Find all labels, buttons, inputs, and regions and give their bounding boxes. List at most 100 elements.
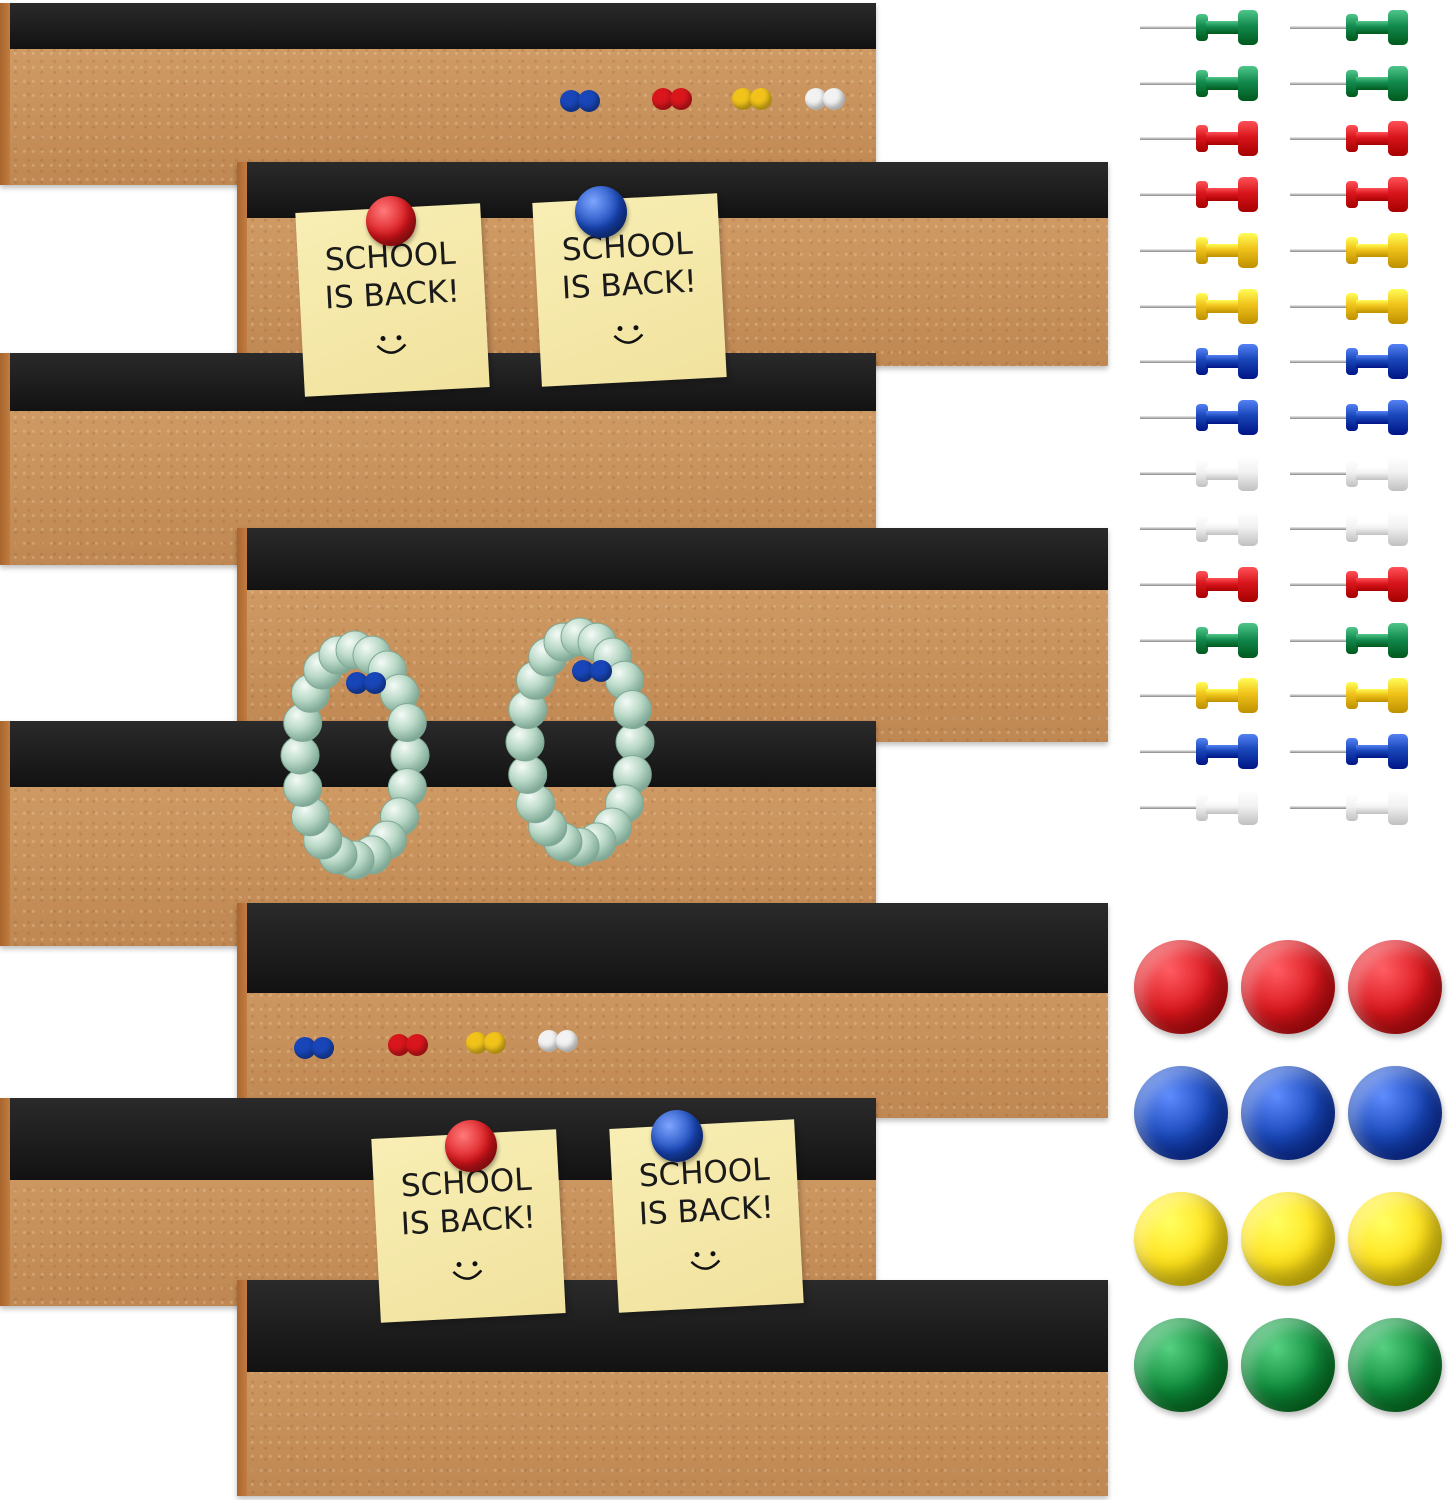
smiley-icon — [690, 1251, 721, 1270]
push-pin-red — [1140, 119, 1260, 159]
pin-shaft — [1206, 633, 1242, 647]
pin-dot — [484, 1032, 506, 1054]
pin-head — [1388, 455, 1408, 491]
pin-needle — [1140, 527, 1200, 531]
push-pin-red — [1140, 175, 1260, 215]
pin-shaft — [1206, 578, 1242, 591]
sticky-note-3: SCHOOL IS BACK! — [371, 1129, 566, 1323]
pin-needle — [1140, 26, 1200, 29]
pin-needle — [1140, 415, 1200, 419]
pin-dot — [590, 660, 612, 682]
sticky-note-2: SCHOOL IS BACK! — [532, 193, 727, 387]
push-pin-green — [1290, 621, 1410, 661]
bead-bracelet-1 — [280, 630, 430, 880]
pin-head — [1388, 567, 1408, 602]
pin-needle — [1290, 137, 1350, 141]
pin-needle — [1140, 750, 1200, 754]
pin-needle — [1290, 471, 1350, 475]
pin-collar — [1196, 459, 1208, 487]
pin-needle — [1140, 304, 1200, 308]
pin-collar — [1196, 403, 1208, 431]
pin-needle — [1290, 415, 1350, 419]
pin-needle — [1140, 694, 1200, 698]
push-pin-white — [1290, 509, 1410, 549]
smiley-icon — [452, 1261, 483, 1280]
push-pin-green — [1140, 621, 1260, 661]
push-pin-green — [1290, 8, 1410, 48]
pin-head — [1238, 789, 1258, 825]
pin-head — [1388, 10, 1408, 45]
mini-pin-blue — [346, 670, 390, 696]
pin-shaft — [1206, 745, 1242, 759]
pin-shaft — [1206, 410, 1242, 424]
push-pin-red — [1290, 119, 1410, 159]
pin-shaft — [1206, 188, 1242, 202]
pin-needle — [1290, 26, 1350, 29]
push-pin-white — [1140, 788, 1260, 828]
pin-head — [1238, 622, 1258, 658]
pin-shaft — [1206, 466, 1242, 480]
cork-strip-8 — [237, 1280, 1108, 1496]
push-pin-yellow — [1290, 676, 1410, 716]
pin-collar — [1196, 348, 1208, 376]
push-pin-white — [1140, 509, 1260, 549]
pin-needle — [1290, 81, 1350, 85]
push-pin-yellow — [1290, 231, 1410, 271]
pin-head — [1238, 455, 1258, 491]
pin-collar — [1196, 571, 1208, 598]
magnet-blue — [1348, 1066, 1442, 1160]
sticky-note-1: SCHOOL IS BACK! — [295, 203, 490, 397]
pin-shaft — [1356, 355, 1392, 369]
pin-collar — [1346, 682, 1358, 710]
pin-shaft — [1356, 410, 1392, 424]
pin-needle — [1290, 694, 1350, 698]
mini-pin-white — [805, 86, 849, 112]
magnet-yellow — [1348, 1192, 1442, 1286]
pin-head — [1388, 734, 1408, 770]
magnet-green — [1134, 1318, 1228, 1412]
smiley-icon — [613, 325, 644, 344]
pin-shaft — [1356, 132, 1392, 146]
magnet-green — [1348, 1318, 1442, 1412]
pin-collar — [1346, 181, 1358, 209]
pin-dot — [364, 672, 386, 694]
pin-dot — [578, 90, 600, 112]
cork-strip-4 — [237, 528, 1108, 742]
pin-shaft — [1356, 800, 1392, 814]
mini-pin-blue — [560, 88, 604, 114]
push-pin-blue — [1290, 732, 1410, 772]
pin-dot — [732, 88, 754, 110]
pin-needle — [1290, 304, 1350, 308]
mini-pin-yellow — [466, 1030, 510, 1056]
pin-needle — [1290, 638, 1350, 642]
pin-collar — [1196, 515, 1208, 543]
push-pin-red — [1290, 565, 1410, 605]
mini-pin-blue — [572, 658, 616, 684]
pin-head — [1238, 10, 1258, 45]
pin-collar — [1196, 738, 1208, 766]
pin-dot — [805, 88, 827, 110]
pin-shaft — [1206, 355, 1242, 369]
red-pin-head — [366, 196, 416, 246]
pin-head — [1238, 344, 1258, 380]
push-pin-white — [1140, 454, 1260, 494]
pin-collar — [1196, 626, 1208, 654]
pin-head — [1238, 232, 1258, 268]
blue-pin-head — [651, 1110, 703, 1162]
pin-head — [1238, 177, 1258, 213]
pin-dot — [670, 88, 692, 110]
pin-needle — [1290, 805, 1350, 809]
push-pin-blue — [1140, 732, 1260, 772]
magnet-red — [1348, 940, 1442, 1034]
pin-head — [1388, 65, 1408, 101]
pin-shaft — [1206, 243, 1242, 257]
pin-dot — [556, 1030, 578, 1052]
pin-dot — [750, 88, 772, 110]
pin-head — [1238, 65, 1258, 101]
pin-needle — [1290, 193, 1350, 197]
pin-head — [1388, 622, 1408, 658]
pin-collar — [1346, 403, 1358, 431]
pin-needle — [1290, 527, 1350, 531]
mini-pin-white — [538, 1028, 582, 1054]
pin-needle — [1290, 583, 1350, 586]
